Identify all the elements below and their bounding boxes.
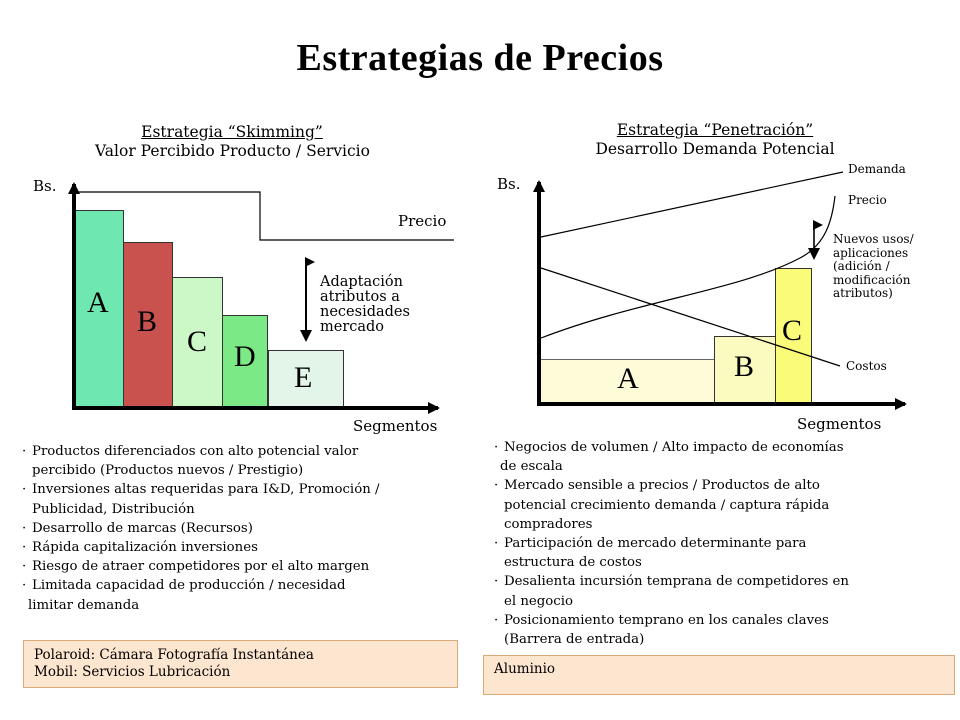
list-item: ·Limitada capacidad de producción / nece… <box>22 578 346 594</box>
page-title: Estrategias de Precios <box>296 37 664 79</box>
bar-c-letter: C <box>782 314 803 347</box>
list-item: ·Participación de mercado determinante p… <box>494 536 807 552</box>
list-item: ·Rápida capitalización inversiones <box>22 540 258 556</box>
bar-b <box>123 242 173 408</box>
list-item: ·Riesgo de atraer competidores por el al… <box>22 559 370 575</box>
left-y-axis-label: Bs. <box>33 177 57 195</box>
adaptation-line-2: atributos a <box>320 289 400 305</box>
bar-a <box>540 359 716 404</box>
bar-b-letter: B <box>734 350 755 383</box>
list-item-cont: limitar demanda <box>28 597 140 613</box>
list-item: ·Desalienta incursión temprana de compet… <box>494 574 849 590</box>
penetration-subheading: Desarrollo Demanda Potencial <box>595 140 835 158</box>
right-y-axis-label: Bs. <box>497 175 521 193</box>
bar-b-letter: B <box>137 305 158 338</box>
example-line-2: Mobil: Servicios Lubricación <box>34 664 231 680</box>
new-uses-annotation: Nuevos usos/ aplicaciones (adición / mod… <box>833 232 914 301</box>
bar-a-letter: A <box>617 362 639 395</box>
new-uses-line-5: atributos) <box>833 286 893 300</box>
list-item: ·Inversiones altas requeridas para I&D, … <box>22 482 380 498</box>
left-price-label: Precio <box>398 212 447 230</box>
list-item-cont: compradores <box>504 516 593 532</box>
left-chart-lines <box>68 182 454 414</box>
list-item-cont: Publicidad, Distribución <box>32 501 195 517</box>
adaptation-line-1: Adaptación <box>320 274 403 290</box>
skimming-example-box: Polaroid: Cámara Fotografía Instantánea … <box>23 640 458 688</box>
penetration-example-box: Aluminio <box>483 655 955 695</box>
list-item-cont: potencial crecimiento demanda / captura … <box>504 497 830 513</box>
list-item: ·Mercado sensible a precios / Productos … <box>494 478 820 494</box>
left-x-axis-label: Segmentos <box>353 417 438 435</box>
bar-c-letter: C <box>187 325 208 358</box>
adaptation-line-4: mercado <box>320 319 385 335</box>
list-item: ·Desarrollo de marcas (Recursos) <box>22 520 253 536</box>
list-item: ·Productos diferenciados con alto potenc… <box>22 444 359 459</box>
adaptation-line-3: necesidades <box>320 304 410 320</box>
list-item: ·Negocios de volumen / Alto impacto de e… <box>494 440 844 455</box>
bar-a <box>75 210 124 408</box>
list-item-cont: estructura de costos <box>504 555 642 571</box>
bar-c <box>775 268 812 404</box>
skimming-bullet-list: ·Productos diferenciados con alto potenc… <box>22 442 379 615</box>
price-label: Precio <box>848 193 887 207</box>
penetration-heading-text: Estrategia “Penetración” <box>616 121 814 139</box>
price-curve <box>540 195 836 339</box>
list-item: ·Posicionamiento temprano en los canales… <box>494 612 829 628</box>
list-item-cont: percibido (Productos nuevos / Prestigio) <box>32 463 304 479</box>
demand-label: Demanda <box>848 162 906 176</box>
right-x-axis-label: Segmentos <box>797 415 882 433</box>
list-item-cont: de escala <box>500 459 563 475</box>
skimming-heading: Estrategia “Skimming” <box>62 123 402 141</box>
penetration-heading: Estrategia “Penetración” <box>545 121 885 139</box>
example-line-1: Polaroid: Cámara Fotografía Instantánea <box>34 647 314 663</box>
new-uses-line-1: Nuevos usos/ <box>833 232 914 246</box>
list-item-cont: (Barrera de entrada) <box>504 632 645 648</box>
skimming-heading-text: Estrategia “Skimming” <box>141 123 323 141</box>
bar-e <box>268 350 344 408</box>
bar-e-letter: E <box>294 361 313 394</box>
new-uses-line-2: aplicaciones <box>833 245 909 260</box>
new-uses-line-3: (adición / <box>833 259 890 273</box>
demand-line <box>540 171 844 238</box>
penetration-bullet-list: ·Negocios de volumen / Alto impacto de e… <box>494 438 849 649</box>
list-item-cont: el negocio <box>504 593 574 609</box>
cost-line <box>540 267 841 367</box>
skimming-subheading: Valor Percibido Producto / Servicio <box>95 142 370 160</box>
bar-d-letter: D <box>234 340 256 373</box>
adaptation-annotation: Adaptación atributos a necesidades merca… <box>320 275 410 335</box>
right-chart-lines <box>533 171 907 410</box>
skimming-price-line <box>78 191 454 241</box>
cost-label: Costos <box>846 359 887 373</box>
new-uses-line-4: modificación <box>833 272 911 287</box>
bar-a-letter: A <box>87 286 109 319</box>
example-line-1: Aluminio <box>494 661 556 677</box>
